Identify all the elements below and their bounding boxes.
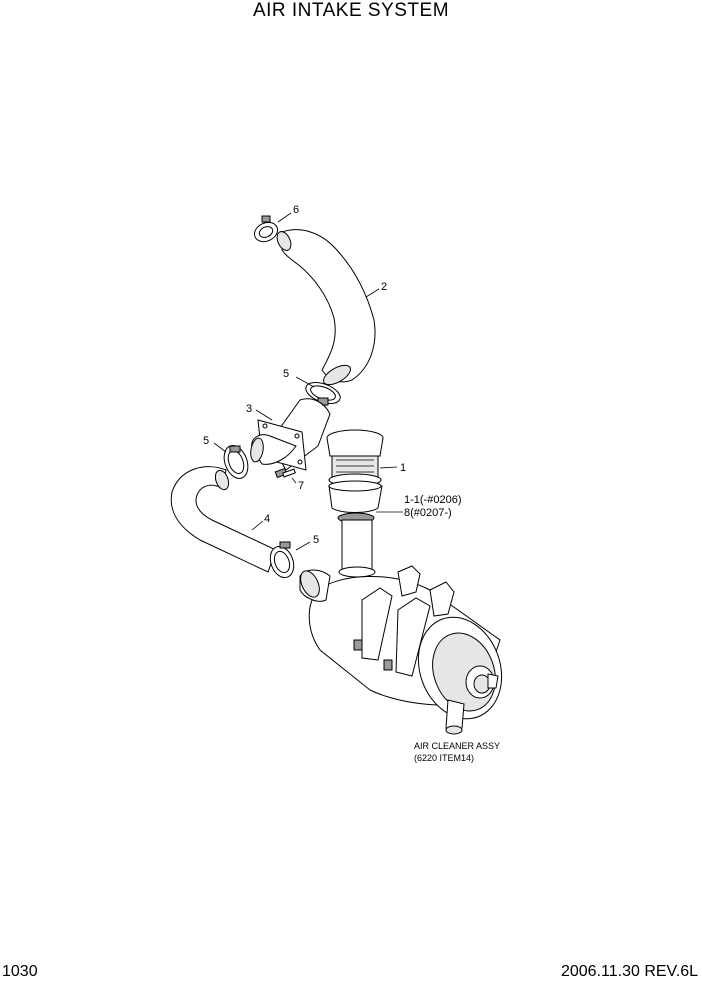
label-item-1: 1 [400,462,406,474]
air-cleaner-body [299,565,503,735]
revision-date: 2006.11.30 REV.6L [560,963,698,980]
label-assy-line1: AIR CLEANER ASSY [414,741,500,751]
label-item-2: 2 [381,281,387,293]
label-item-3: 3 [246,403,252,415]
flange-elbow [250,398,331,471]
label-item-5-middle: 5 [203,435,209,447]
label-item-4: 4 [264,513,270,525]
label-item-1-1: 1-1(-#0206) [404,494,461,506]
hose-clamp-lower [269,541,295,578]
label-item-5-lower: 5 [313,534,319,546]
pre-cleaner [326,429,384,513]
hose-clamp-middle [223,445,249,479]
label-assy-line2: (6220 ITEM14) [414,753,474,763]
leader-lines [213,212,403,551]
page-title: AIR INTAKE SYSTEM [252,0,450,21]
lower-hose [170,466,277,573]
hose-clamp-upper [305,382,341,406]
label-item-7: 7 [298,480,304,492]
bolt [274,467,296,479]
intake-tube [337,512,376,578]
upper-hose [276,229,376,386]
hose-clamp-top [253,215,279,243]
label-item-8: 8(#0207-) [404,507,452,519]
label-item-5-upper: 5 [283,368,289,380]
label-item-6: 6 [293,204,299,216]
page-number: 1030 [2,963,38,980]
